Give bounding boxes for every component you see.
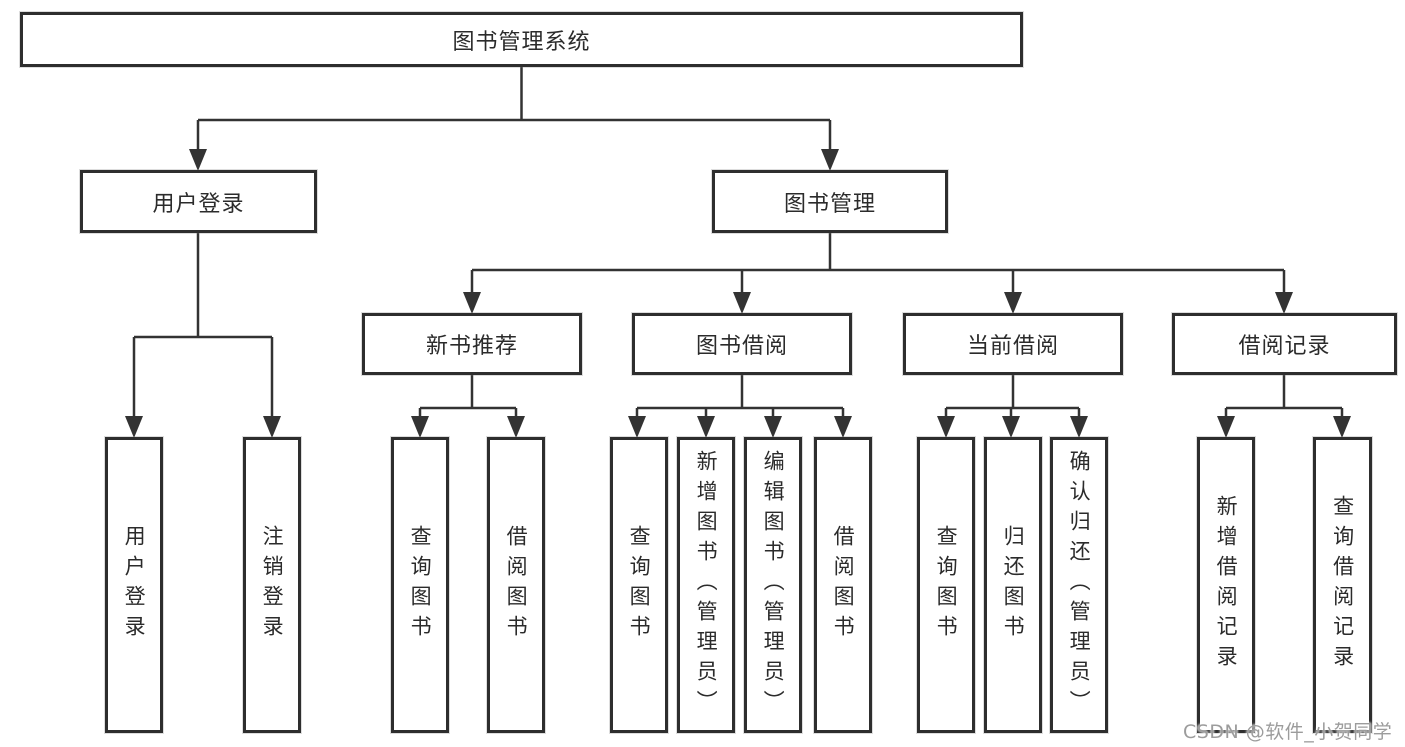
arrowhead-icon (697, 416, 715, 438)
arrowhead-icon (1070, 416, 1088, 438)
node-label: 图书管理 (783, 191, 876, 217)
leaf-edit-books-admin: 编辑图书（管理员） (744, 437, 802, 733)
arrowhead-icon (189, 149, 207, 171)
edge-userlogin-to-leaves (132, 233, 274, 420)
leaf-label: 注销登录 (260, 525, 285, 645)
leaf-label: 用户登录 (122, 525, 147, 645)
leaf-query-borrow-record: 查询借阅记录 (1313, 437, 1372, 733)
node-root-label: 图书管理系统 (452, 29, 591, 55)
leaf-add-books-admin: 新增图书（管理员） (677, 437, 735, 733)
leaf-user-login: 用户登录 (105, 437, 163, 733)
arrowhead-icon (507, 416, 525, 438)
leaf-label: 借阅图书 (504, 525, 529, 645)
arrowhead-icon (411, 416, 429, 438)
edge-bookmgmt-to-level3 (470, 233, 1286, 297)
leaf-borrow-books: 借阅图书 (814, 437, 872, 733)
arrowhead-icon (463, 292, 481, 314)
edge-root-to-level2 (196, 67, 832, 153)
leaf-label: 新增图书（管理员） (694, 450, 719, 720)
node-label: 新书推荐 (425, 334, 518, 359)
node-new-book-recommend: 新书推荐 (362, 313, 582, 375)
leaf-label: 查询图书 (408, 525, 433, 645)
node-label: 借阅记录 (1238, 334, 1331, 359)
arrowhead-icon (834, 416, 852, 438)
leaf-query-books-current: 查询图书 (917, 437, 975, 733)
leaf-label: 查询图书 (934, 525, 959, 645)
leaf-label: 编辑图书（管理员） (761, 450, 786, 720)
leaf-label: 确认归还（管理员） (1067, 450, 1092, 720)
leaf-confirm-return-admin: 确认归还（管理员） (1050, 437, 1108, 733)
node-user-login: 用户登录 (80, 170, 317, 233)
node-root: 图书管理系统 (20, 12, 1023, 67)
leaf-return-books: 归还图书 (984, 437, 1042, 733)
arrowhead-icon (1275, 292, 1293, 314)
leaf-borrow-books-recommend: 借阅图书 (487, 437, 545, 733)
leaf-add-borrow-record: 新增借阅记录 (1197, 437, 1255, 733)
csdn-watermark: CSDN @软件_小贺同学 (1183, 721, 1393, 743)
arrowheads (125, 149, 1351, 438)
arrowhead-icon (1004, 292, 1022, 314)
arrowhead-icon (263, 416, 281, 438)
node-current-borrow: 当前借阅 (903, 313, 1123, 375)
arrowhead-icon (764, 416, 782, 438)
arrowhead-icon (937, 416, 955, 438)
node-book-borrow: 图书借阅 (632, 313, 852, 375)
leaf-label: 归还图书 (1001, 525, 1026, 645)
arrowhead-icon (1002, 416, 1020, 438)
leaf-query-books-recommend: 查询图书 (391, 437, 449, 733)
edge-records-to-leaves (1224, 375, 1344, 421)
edge-bookborrow-to-leaves (635, 375, 845, 421)
arrowhead-icon (1333, 416, 1351, 438)
node-label: 当前借阅 (966, 334, 1059, 359)
leaf-query-books-borrow: 查询图书 (610, 437, 668, 733)
node-book-management: 图书管理 (712, 170, 948, 233)
arrowhead-icon (125, 416, 143, 438)
arrowhead-icon (733, 292, 751, 314)
node-borrow-records: 借阅记录 (1172, 313, 1397, 375)
node-label: 用户登录 (152, 191, 245, 217)
arrowhead-icon (821, 149, 839, 171)
leaf-label: 借阅图书 (831, 525, 856, 645)
arrowhead-icon (1217, 416, 1235, 438)
leaf-logout: 注销登录 (243, 437, 301, 733)
node-label: 图书借阅 (695, 334, 788, 359)
leaf-label: 查询图书 (627, 525, 652, 645)
arrowhead-icon (628, 416, 646, 438)
leaf-label: 查询借阅记录 (1330, 495, 1355, 675)
edge-currentborrow-to-leaves (944, 375, 1081, 421)
leaf-label: 新增借阅记录 (1214, 495, 1239, 675)
edge-newbook-to-leaves (418, 375, 518, 421)
